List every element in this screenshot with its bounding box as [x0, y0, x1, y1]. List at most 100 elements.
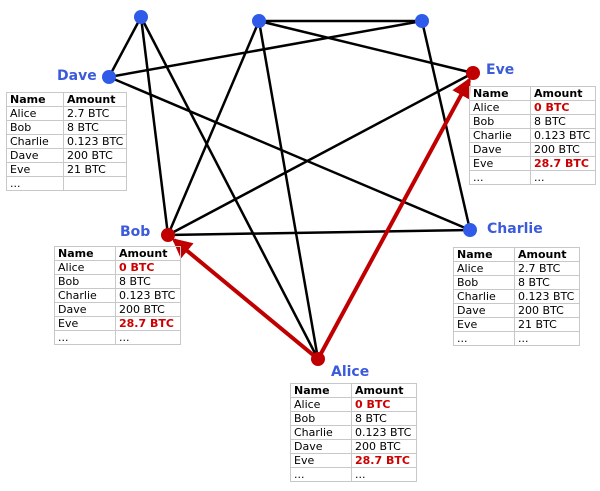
ledger-header-amount: Amount — [514, 247, 580, 262]
ledger-cell-name: Charlie — [54, 288, 116, 303]
ledger-cell-name: Alice — [6, 106, 64, 121]
node-bob — [161, 228, 175, 242]
ledger-cell-amount: 0.123 BTC — [62, 134, 128, 149]
ledger-cell-name: Bob — [453, 275, 515, 290]
ledger-cell-amount: 0.123 BTC — [115, 288, 181, 303]
edge-top-mid-eve — [258, 19, 474, 75]
node-charlie — [463, 223, 477, 237]
ledger-cell-amount: 200 BTC — [115, 302, 181, 317]
edge-top-mid-alice — [257, 20, 320, 360]
ledger-cell-name: ... — [54, 330, 116, 345]
ledger-cell-name: Dave — [453, 303, 515, 318]
node-alice — [311, 352, 325, 366]
ledger-row: ...... — [453, 331, 580, 346]
ledger-header-name: Name — [290, 383, 352, 398]
ledger-cell-amount: ... — [351, 467, 417, 482]
ledger-cell-amount: 2.7 BTC — [62, 106, 128, 121]
ledger-cell-amount: 0 BTC — [115, 260, 181, 275]
ledger-cell-name: ... — [6, 176, 64, 191]
edge-top-right-dave — [108, 19, 423, 79]
ledger-cell-name: ... — [453, 331, 515, 346]
node-top-left — [134, 10, 148, 24]
ledger-cell-amount: 0.123 BTC — [530, 128, 596, 143]
edge-bob-charlie — [167, 228, 471, 237]
ledger-cell-name: Eve — [469, 156, 531, 171]
node-top-right — [415, 14, 429, 28]
ledger-cell-name: Dave — [469, 142, 531, 157]
ledger-cell-name: Bob — [6, 120, 64, 135]
ledger-header-name: Name — [453, 247, 515, 262]
node-top-mid — [252, 14, 266, 28]
ledger-cell-amount — [62, 176, 128, 191]
ledger-cell-amount: 28.7 BTC — [530, 156, 596, 171]
edge-top-left-bob — [139, 16, 170, 236]
ledger-header-name: Name — [469, 86, 531, 101]
ledger-header-amount: Amount — [115, 246, 181, 261]
ledger-cell-amount: 8 BTC — [530, 114, 596, 129]
node-label-dave: Dave — [57, 68, 97, 84]
ledger-cell-name: Alice — [453, 261, 515, 276]
edge-top-left-alice — [139, 16, 320, 360]
ledger-cell-amount: 8 BTC — [351, 411, 417, 426]
ledger-cell-name: Charlie — [453, 289, 515, 304]
ledger-row: ...... — [290, 467, 417, 482]
node-label-eve: Eve — [486, 62, 515, 78]
ledger-cell-amount: 200 BTC — [351, 439, 417, 454]
ledger-cell-name: Eve — [453, 317, 515, 332]
ledger-cell-amount: ... — [530, 170, 596, 185]
ledger-cell-amount: 21 BTC — [514, 317, 580, 332]
ledger-cell-name: Alice — [469, 100, 531, 115]
ledger-cell-amount: 8 BTC — [115, 274, 181, 289]
edge-dave-charlie — [108, 75, 471, 232]
nodes — [102, 10, 480, 366]
ledger-cell-amount: 28.7 BTC — [351, 453, 417, 468]
ledger-cell-name: Charlie — [469, 128, 531, 143]
ledger-cell-name: Bob — [290, 411, 352, 426]
ledger-header-row: Name Amount — [6, 92, 128, 107]
edge-top-mid-bob — [166, 20, 261, 236]
ledger-cell-amount: 0.123 BTC — [351, 425, 417, 440]
ledger-cell-name: Eve — [6, 162, 64, 177]
ledger-cell-amount: 2.7 BTC — [514, 261, 580, 276]
ledger-cell-name: Bob — [469, 114, 531, 129]
ledger-cell-name: Bob — [54, 274, 116, 289]
ledger-cell-name: ... — [469, 170, 531, 185]
ledger-cell-name: Eve — [290, 453, 352, 468]
ledger-header-row: Name Amount — [469, 86, 596, 101]
arrow-alice-to-bob — [171, 238, 320, 361]
ledger-cell-amount: 200 BTC — [530, 142, 596, 157]
ledger-cell-amount: 28.7 BTC — [115, 316, 181, 331]
ledger-cell-amount: 0.123 BTC — [514, 289, 580, 304]
ledger-cell-amount: ... — [115, 330, 181, 345]
ledger-header-amount: Amount — [351, 383, 417, 398]
ledger-cell-name: Dave — [54, 302, 116, 317]
ledger-cell-name: Dave — [290, 439, 352, 454]
node-label-bob: Bob — [120, 224, 151, 240]
ledger-cell-amount: 8 BTC — [514, 275, 580, 290]
edge-bob-eve — [167, 71, 474, 237]
ledger-cell-amount: 21 BTC — [62, 162, 128, 177]
